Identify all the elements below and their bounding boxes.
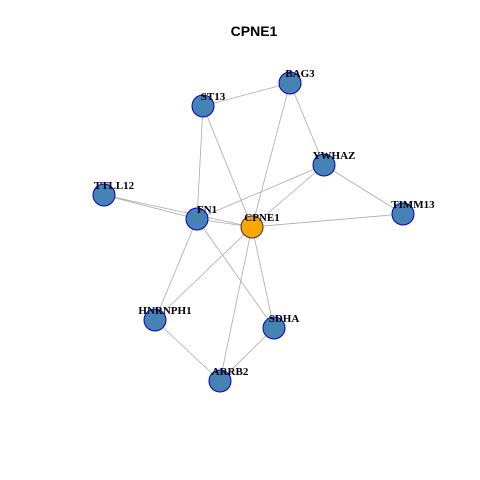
node-label-bag3: BAG3 — [285, 68, 315, 80]
node-label-sdha: SDHA — [269, 313, 300, 325]
node-label-arrb2: ARRB2 — [212, 366, 249, 378]
edge-bag3-ywhaz — [289, 82, 325, 166]
node-hnrnph1 — [143, 308, 167, 332]
edge-cpne1-timm13 — [251, 213, 404, 228]
node-ttll12 — [92, 183, 116, 207]
edge-ywhaz-timm13 — [323, 164, 404, 215]
edge-ttll12-fn1 — [103, 194, 198, 220]
node-label-timm13: TIMM13 — [391, 199, 435, 211]
node-arrb2 — [208, 369, 232, 393]
node-bag3 — [278, 71, 302, 95]
node-label-ywhaz: YWHAZ — [313, 150, 356, 162]
node-layer — [92, 71, 415, 393]
node-label-hnrnph1: HNRNPH1 — [138, 305, 191, 317]
node-fn1 — [185, 207, 209, 231]
node-label-st13: ST13 — [201, 91, 226, 103]
node-ywhaz — [312, 153, 336, 177]
edge-bag3-cpne1 — [251, 82, 291, 228]
edge-st13-fn1 — [196, 105, 204, 220]
node-label-fn1: FN1 — [197, 204, 217, 216]
edge-st13-cpne1 — [202, 105, 253, 228]
edge-ttll12-cpne1 — [103, 194, 253, 228]
edge-fn1-sdha — [196, 218, 275, 329]
edge-ywhaz-cpne1 — [251, 164, 325, 228]
edge-cpne1-sdha — [251, 226, 275, 329]
edge-sdha-arrb2 — [219, 327, 275, 382]
edge-layer — [103, 82, 404, 382]
node-sdha — [262, 316, 286, 340]
node-st13 — [191, 94, 215, 118]
node-timm13 — [391, 202, 415, 226]
edge-cpne1-hnrnph1 — [154, 226, 253, 321]
edge-fn1-hnrnph1 — [154, 218, 198, 321]
node-cpne1 — [240, 215, 264, 239]
edge-hnrnph1-arrb2 — [154, 319, 221, 382]
graph-title: CPNE1 — [231, 23, 278, 39]
edge-cpne1-arrb2 — [219, 226, 253, 382]
edge-st13-bag3 — [202, 82, 291, 107]
node-label-ttll12: TTLL12 — [94, 180, 135, 192]
edge-ywhaz-fn1 — [196, 164, 325, 220]
node-label-cpne1: CPNE1 — [244, 212, 279, 224]
